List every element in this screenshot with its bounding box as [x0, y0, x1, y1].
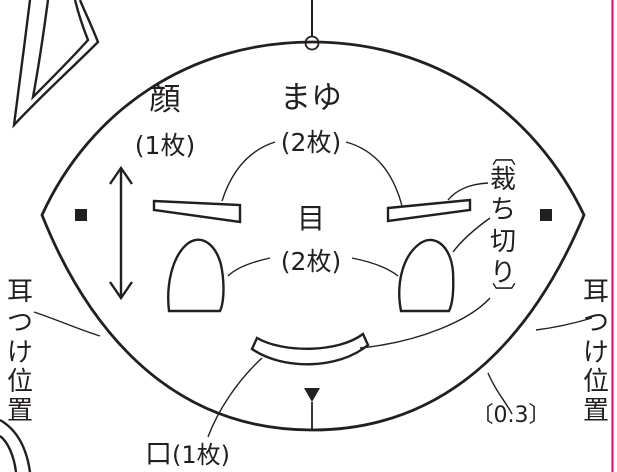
ear-right-char-4: 位 [583, 367, 609, 397]
brow-leader-right [345, 141, 403, 207]
brows-count-label: (2枚) [281, 128, 341, 157]
ear-right-char-5: 置 [583, 396, 609, 426]
ear-right-char-2: つ [583, 308, 609, 338]
brow-right [386, 198, 472, 223]
eyes-count-label: (2枚) [281, 247, 341, 276]
grain-line-arrow [109, 165, 133, 301]
cut-leader-mouth [359, 297, 491, 349]
hair-piece-outline [12, 0, 100, 129]
seam-allowance-label: 〔0.3〕 [472, 403, 551, 428]
ear-leader-right [535, 317, 593, 331]
cut-leader-eye [452, 217, 491, 253]
ear-marker-right [540, 209, 552, 221]
hair-piece-inner-outline [31, 0, 90, 101]
brows-title-label: まゆ [280, 80, 342, 116]
face-count-label: (1枚) [135, 131, 195, 160]
seam-allowance-leader [487, 372, 513, 415]
ear-label-right: 耳 つ け 位 置 [583, 277, 609, 426]
brow-left [152, 199, 242, 224]
cut-note-char-4: り [490, 258, 516, 288]
bottom-piece-outline [0, 418, 32, 472]
mouth-count-label: (1枚) [172, 441, 230, 469]
ear-left-char-1: 耳 [7, 277, 33, 307]
face-title-label: 顔 [150, 82, 181, 118]
bottom-notch-marker [304, 388, 320, 402]
ear-marker-left [75, 209, 87, 221]
face-outline [40, 40, 586, 432]
mouth-leader [207, 357, 263, 438]
eyes-title-label: 目 [297, 202, 325, 235]
ear-leader-left [33, 311, 101, 337]
ear-label-left: 耳 つ け 位 置 [7, 277, 33, 426]
mouth-piece [250, 332, 370, 366]
hanging-ring [304, 35, 320, 51]
cut-note-char-2: ち [490, 195, 516, 225]
ear-left-char-2: つ [7, 308, 33, 338]
ear-right-char-1: 耳 [583, 277, 609, 307]
ear-left-char-3: け [7, 338, 33, 368]
eye-leader-right [351, 257, 399, 277]
eye-right [398, 238, 455, 313]
cut-note-vertical: 〔 裁 ち 切 り 〕 [489, 142, 517, 306]
bottom-piece-inner-outline [0, 435, 18, 472]
cut-leader-brow [447, 182, 489, 201]
mouth-title-label: 口 [145, 439, 172, 470]
cut-note-open: 〔 [489, 142, 517, 166]
cut-note-char-1: 裁 [490, 165, 516, 195]
ear-left-char-4: 位 [7, 367, 33, 397]
ear-right-char-3: け [583, 338, 609, 368]
eye-left [167, 238, 225, 313]
brow-leader-left [221, 141, 276, 202]
cut-note-char-3: 切 [490, 227, 516, 257]
cut-note-close: 〕 [489, 282, 517, 306]
ear-left-char-5: 置 [7, 396, 33, 426]
eye-leader-left [227, 257, 271, 277]
